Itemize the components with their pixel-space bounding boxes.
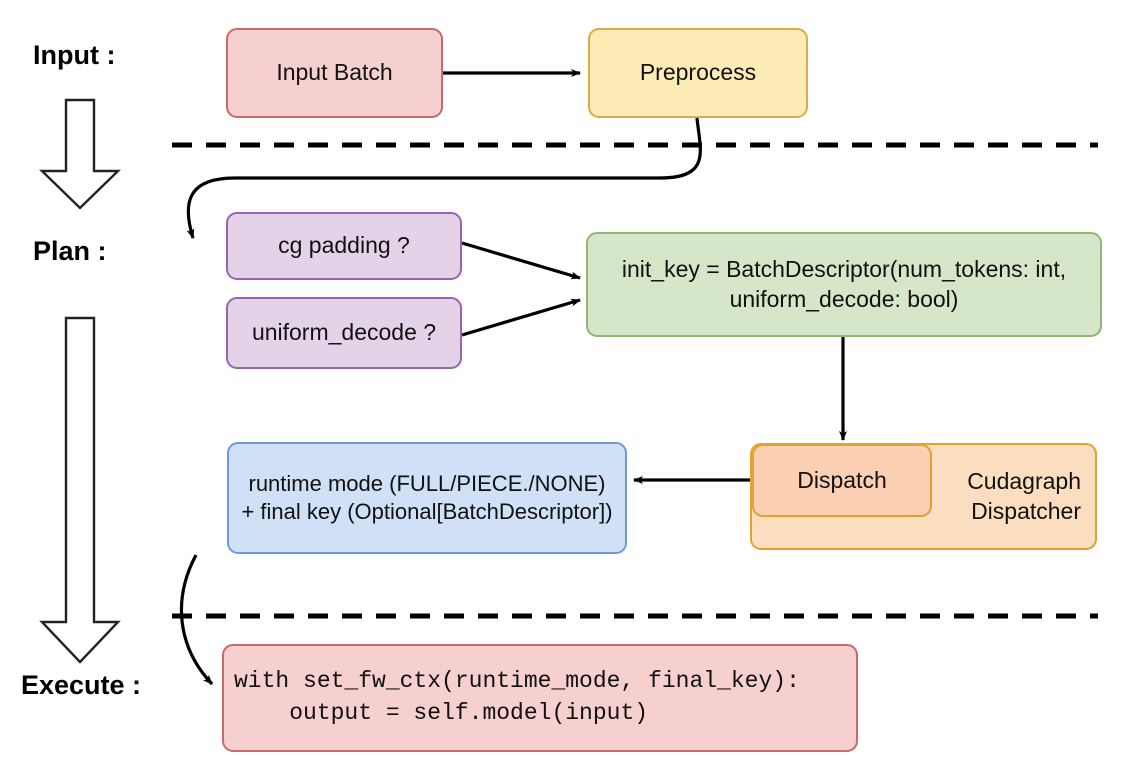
edge-runtime-mode-to-execute-code xyxy=(179,554,214,686)
stage-label-plan: Plan : xyxy=(33,236,107,266)
node-execute-code-line2: output = self.model(input) xyxy=(234,700,649,726)
node-input-batch[interactable]: Input Batch xyxy=(226,28,443,118)
stage-label-execute: Execute : xyxy=(21,670,142,700)
node-execute-code-line1: with set_fw_ctx(runtime_mode, final_key)… xyxy=(234,668,800,695)
node-init-key[interactable]: init_key = BatchDescriptor(num_tokens: i… xyxy=(586,232,1102,337)
edge-uniform-decode-to-init-key xyxy=(461,298,581,337)
stage-arrow-input-to-plan xyxy=(39,98,121,210)
node-execute-code[interactable]: with set_fw_ctx(runtime_mode, final_key)… xyxy=(222,644,858,752)
node-cudagraph-dispatcher-line1: Cudagraph xyxy=(967,468,1081,495)
node-dispatch-label: Dispatch xyxy=(797,466,887,493)
node-dispatch[interactable]: Dispatch xyxy=(752,444,932,517)
node-runtime-mode[interactable]: runtime mode (FULL/PIECE./NONE) + final … xyxy=(227,442,627,554)
node-input-batch-label: Input Batch xyxy=(276,59,393,86)
node-preprocess[interactable]: Preprocess xyxy=(588,28,808,118)
node-preprocess-label: Preprocess xyxy=(639,59,757,86)
node-cudagraph-dispatcher-line2: Dispatcher xyxy=(971,497,1081,524)
stage-label-input: Input : xyxy=(33,40,116,70)
node-uniform-decode-label: uniform_decode ? xyxy=(251,319,437,346)
node-init-key-line2: uniform_decode: bool) xyxy=(729,285,959,312)
node-runtime-mode-line2: + final key (Optional[BatchDescriptor]) xyxy=(241,499,613,524)
node-runtime-mode-line1: runtime mode (FULL/PIECE./NONE) xyxy=(248,470,606,496)
node-cg-padding-label: cg padding ? xyxy=(278,232,410,259)
node-init-key-line1: init_key = BatchDescriptor(num_tokens: i… xyxy=(621,256,1067,283)
node-cg-padding[interactable]: cg padding ? xyxy=(226,212,462,280)
node-uniform-decode[interactable]: uniform_decode ? xyxy=(226,297,462,369)
stage-arrow-plan-to-execute xyxy=(39,316,121,664)
edge-cg-padding-to-init-key xyxy=(461,241,581,280)
